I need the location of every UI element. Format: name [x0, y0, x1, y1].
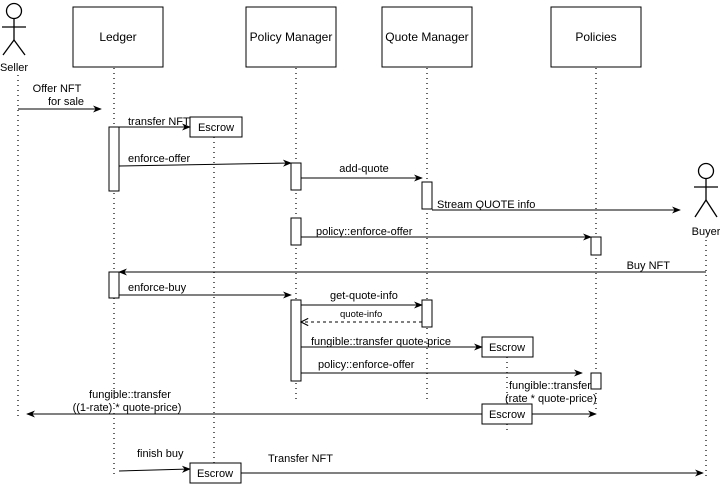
escrow-box-3: Escrow: [481, 403, 533, 425]
participant-ledger: Ledger: [72, 6, 164, 68]
actor-seller: Seller: [0, 2, 28, 74]
messages: [18, 105, 706, 477]
label-buy-nft: Buy NFT: [627, 260, 671, 272]
activation-pm-1: [290, 162, 302, 191]
arrow-finish-buy: [118, 465, 191, 473]
arrow-enforce-offer: [118, 159, 292, 167]
participant-quote-manager-label: Quote Manager: [385, 30, 468, 44]
lifelines: [17, 68, 707, 478]
escrow-label: Escrow: [489, 342, 525, 354]
activation-ledger-2: [108, 271, 120, 299]
label-enforce-offer: enforce-offer: [128, 153, 191, 165]
label-fungible-transfer-seller-line1: fungible::transfer: [89, 389, 171, 401]
activation-policies-2: [590, 372, 602, 390]
participant-policies: Policies: [550, 6, 642, 68]
label-policy-enforce-offer-2: policy::enforce-offer: [318, 359, 415, 371]
participant-policy-manager: Policy Manager: [245, 6, 337, 68]
participant-policy-manager-label: Policy Manager: [250, 30, 333, 44]
escrow-box-1: Escrow: [189, 116, 243, 138]
activation-qm-1: [421, 181, 433, 210]
label-transfer-nft-final: Transfer NFT: [268, 453, 333, 465]
label-fungible-transfer-rate-line2: (rate * quote-price): [505, 393, 597, 405]
label-enforce-buy: enforce-buy: [128, 282, 187, 294]
label-transfer-nft: transfer NFT: [128, 116, 190, 128]
actor-buyer-label: Buyer: [692, 226, 720, 238]
label-quote-info: quote-info: [340, 309, 382, 320]
activation-policies-1: [590, 236, 602, 256]
participant-quote-manager: Quote Manager: [381, 6, 473, 68]
label-get-quote-info: get-quote-info: [330, 290, 398, 302]
participant-ledger-label: Ledger: [99, 30, 136, 44]
actor-seller-label: Seller: [0, 62, 28, 74]
label-add-quote: add-quote: [339, 163, 389, 175]
label-fungible-transfer-quote-price: fungible::transfer quote-price: [311, 336, 451, 348]
label-stream-quote-info: Stream QUOTE info: [437, 199, 535, 211]
activations: [108, 126, 602, 390]
activation-ledger-1: [108, 126, 120, 192]
activation-qm-2: [421, 299, 433, 328]
label-policy-enforce-offer: policy::enforce-offer: [316, 226, 413, 238]
stick-figure-icon: [2, 2, 26, 56]
label-fungible-transfer-seller-line2: ((1-rate) * quote-price): [73, 402, 182, 414]
activation-pm-3: [290, 299, 302, 382]
escrow-box-2: Escrow: [481, 336, 534, 358]
stick-figure-icon: [694, 162, 718, 218]
label-offer-nft-line2: for sale: [48, 96, 84, 108]
message-labels: Offer NFT for sale transfer NFT enforce-…: [33, 83, 671, 465]
activation-pm-2: [290, 217, 302, 246]
escrow-label: Escrow: [197, 468, 233, 480]
escrow-label: Escrow: [198, 122, 234, 134]
label-offer-nft-line1: Offer NFT: [33, 83, 82, 95]
label-fungible-transfer-rate-line1: fungible::transfer: [509, 380, 591, 392]
actor-buyer: Buyer: [692, 162, 720, 238]
participant-policies-label: Policies: [575, 30, 616, 44]
label-finish-buy: finish buy: [137, 448, 184, 460]
escrow-box-4: Escrow: [189, 462, 242, 484]
escrow-label: Escrow: [489, 409, 525, 421]
